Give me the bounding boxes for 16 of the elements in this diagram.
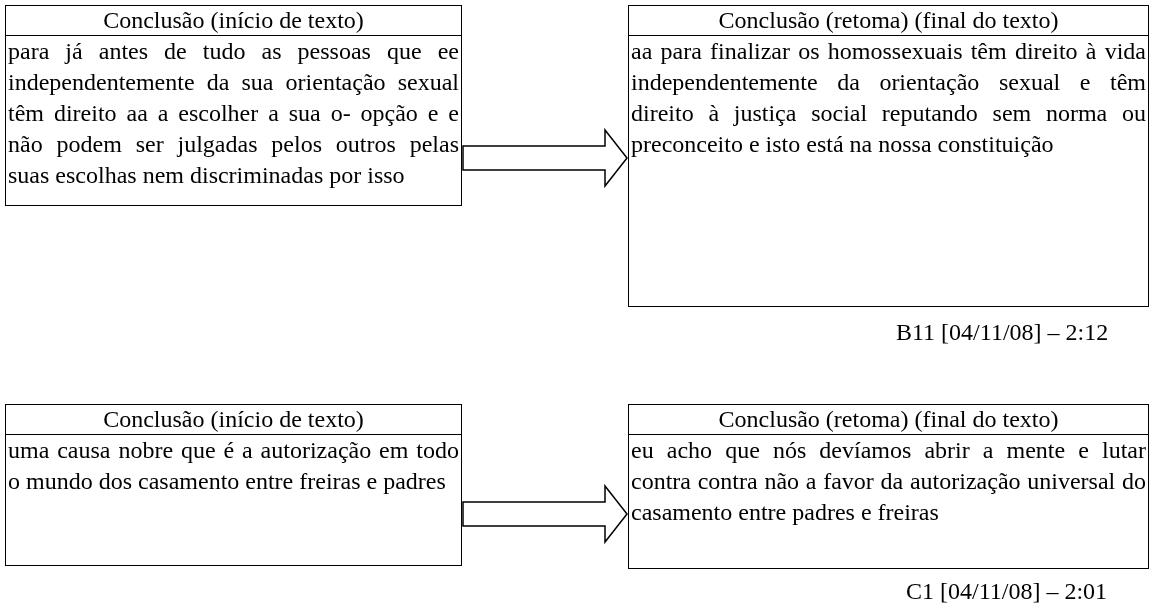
panel-heading: Conclusão (início de texto) — [6, 6, 461, 36]
transcript-text: aa para finalizar os homossexuais têm direito à vida independentemente da orientação sexual e têm direito à justiça social reputando sem norma ou preconceito e isto está na nossa constituição — [630, 37, 1147, 159]
text-panel — [5, 404, 462, 566]
block-arrow — [462, 127, 628, 189]
panel-heading: Conclusão (retoma) (final do texto) — [629, 6, 1148, 36]
text-panel — [5, 5, 462, 206]
source-reference: B11 [04/11/08] – 2:12 — [896, 318, 1109, 346]
panel-heading: Conclusão (retoma) (final do texto) — [629, 405, 1148, 435]
source-reference: C1 [04/11/08] – 2:01 — [906, 577, 1108, 605]
block-arrow — [462, 483, 628, 545]
transcript-text: para já antes de tudo as pessoas que ee independentemente da sua orientação sexual têm direito aa a escolher a sua o- opção e e não podem ser julgadas pelos outros pelas suas escolhas nem discriminadas por isso — [7, 37, 460, 190]
transcript-text: uma causa nobre que é a autorização em todo o mundo dos casamento entre freiras e padres — [7, 436, 460, 496]
text-panel — [628, 404, 1149, 569]
transcript-text: eu acho que nós devíamos abrir a mente e lutar contra contra não a favor da autorização universal do casamento entre padres e freiras — [630, 436, 1147, 527]
text-panel — [628, 5, 1149, 307]
panel-heading: Conclusão (início de texto) — [6, 405, 461, 435]
